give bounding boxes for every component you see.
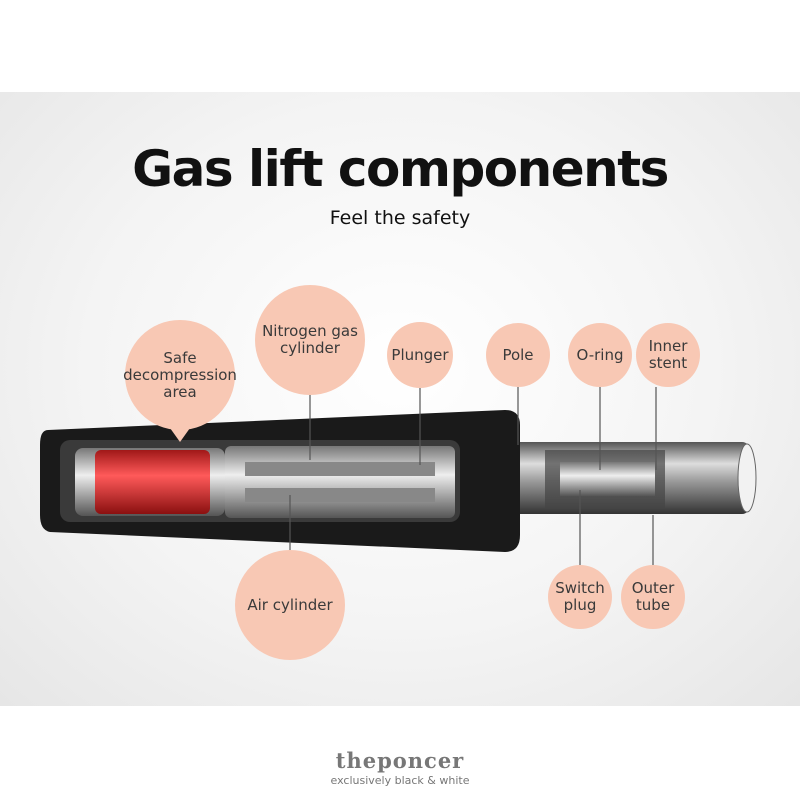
outer-body	[40, 410, 520, 552]
label-nitrogen-gas-cylinder: Nitrogen gas cylinder	[255, 285, 365, 395]
pole-rod	[480, 442, 757, 514]
label-air-cylinder: Air cylinder	[235, 550, 345, 660]
label-o-ring: O-ring	[568, 323, 632, 387]
label-inner-stent: Inner stent	[636, 323, 700, 387]
page-title: Gas lift components	[132, 140, 669, 198]
logo-tagline: exclusively black & white	[330, 774, 470, 787]
pointer-lines	[289, 387, 657, 565]
logo-name: theponcer	[335, 748, 465, 773]
label-safe-decompression: Safe decompression area	[123, 320, 237, 430]
label-switch-plug: Switch plug	[548, 565, 612, 629]
label-outer-tube: Outer tube	[621, 565, 685, 629]
label-pole: Pole	[486, 323, 550, 387]
brand-logo: theponcer exclusively black & white	[0, 748, 800, 787]
page-subtitle: Feel the safety	[329, 207, 471, 229]
label-plunger: Plunger	[387, 322, 453, 388]
safe-decompression-zone	[95, 450, 210, 514]
bubble-pointer	[170, 428, 190, 442]
